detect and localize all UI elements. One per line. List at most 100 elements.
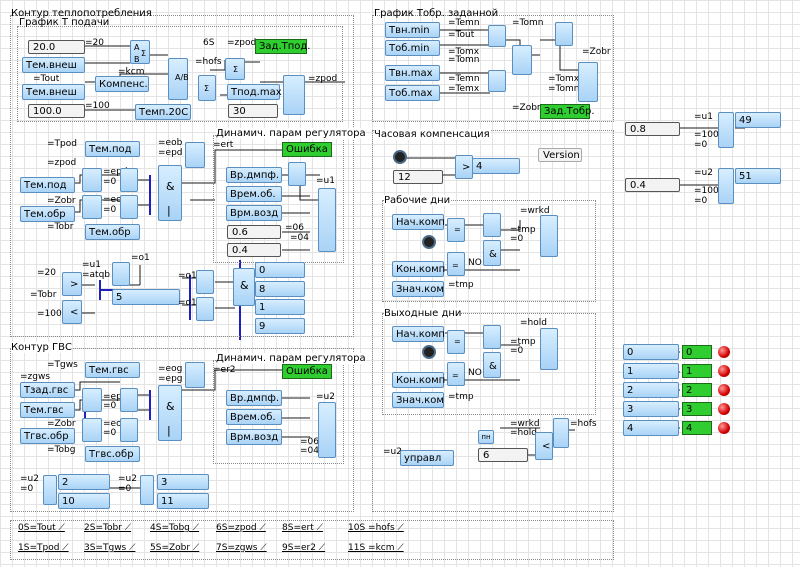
wknd-start-block[interactable]: Нач.комп <box>392 326 445 342</box>
cmp-op-2[interactable] <box>82 195 102 219</box>
variable-item[interactable]: 6S=zpod ⟋ <box>216 523 266 533</box>
div-op-r1[interactable] <box>512 45 532 75</box>
outdoor-temp-block[interactable]: Тем.внеш <box>22 57 85 73</box>
output-2[interactable]: 2 <box>58 474 110 490</box>
and-op-d1[interactable]: &| <box>158 385 182 441</box>
variable-item[interactable]: 5S=Zobr ⟋ <box>150 543 200 553</box>
output-10[interactable]: 10 <box>58 493 110 509</box>
cmp-op-w1[interactable]: = <box>447 218 465 242</box>
output-3[interactable]: 3 <box>157 474 209 490</box>
tdhw-block[interactable]: Тем.гвс <box>85 362 140 378</box>
hour-value[interactable]: 12 <box>393 170 443 184</box>
wknd-end-block[interactable]: Кон.комп <box>392 372 445 388</box>
treturn-max-block[interactable]: Тоб.max <box>385 85 440 101</box>
cmp-op-5[interactable]: > <box>62 272 82 296</box>
tin-max-block[interactable]: Твн.max <box>385 65 440 81</box>
cmp-op-k1[interactable]: = <box>447 330 465 354</box>
cmp-op-c1[interactable]: > <box>455 155 473 179</box>
variable-item[interactable]: 1S=Tpod ⟋ <box>18 543 69 553</box>
tdhw-return-block-2[interactable]: Тгвс.обр <box>85 446 140 462</box>
sum-op-2[interactable]: Σ <box>198 75 216 101</box>
dhw-damp-time-block[interactable]: Вр.дмпф. <box>226 390 282 406</box>
act-time-block[interactable]: Врм.возд <box>226 205 282 221</box>
sel-op-1[interactable] <box>185 142 205 168</box>
tdhw-set-block[interactable]: Тзад.гвс <box>20 382 75 398</box>
gain-value-2[interactable]: 0.4 <box>625 178 680 192</box>
led-input-0[interactable]: 0 <box>623 344 679 360</box>
led-input-3[interactable]: 3 <box>623 401 679 417</box>
cmp-op-d2[interactable] <box>82 418 102 442</box>
cmp-op-1[interactable] <box>82 168 102 192</box>
tin-min-block[interactable]: Твн.min <box>385 22 440 38</box>
dhw-rev-time-block[interactable]: Врем.об. <box>226 409 282 425</box>
work-end-block[interactable]: Кон.комп <box>392 261 445 277</box>
param-04[interactable]: 0.4 <box>227 243 281 257</box>
output-8[interactable]: 8 <box>255 281 305 297</box>
cmp-op-k2[interactable]: = <box>447 362 465 386</box>
variable-item[interactable]: 8S=ert ⟋ <box>282 523 323 533</box>
limiter-op-d2[interactable] <box>140 475 154 505</box>
control-u2-block[interactable]: управл <box>400 450 454 466</box>
cmp-op-m1[interactable]: < <box>535 432 553 460</box>
variable-item[interactable]: 2S=Tobr ⟋ <box>84 523 132 533</box>
cmp-op-8[interactable] <box>196 297 214 321</box>
tsupply-block[interactable]: Тем.под <box>85 141 140 157</box>
output-49[interactable]: 49 <box>735 112 781 128</box>
output-11[interactable]: 11 <box>157 493 209 509</box>
output-1[interactable]: 1 <box>255 299 305 315</box>
cmp-op-d4[interactable] <box>120 418 138 442</box>
damp-time-block[interactable]: Вр.дмпф. <box>226 167 282 183</box>
output-51[interactable]: 51 <box>735 168 781 184</box>
variable-item[interactable]: 3S=Tgws ⟋ <box>84 543 136 553</box>
pid-block-1[interactable] <box>318 188 336 252</box>
param-06[interactable]: 0.6 <box>227 225 281 239</box>
work-value-block[interactable]: Знач.ком <box>392 281 444 297</box>
cmp-op-3[interactable] <box>120 168 138 192</box>
cmp-op-w2[interactable]: = <box>447 252 465 276</box>
and-op-2[interactable]: & <box>233 268 255 306</box>
and-op-k1[interactable]: & <box>483 352 501 378</box>
variable-item[interactable]: 11S =kcm ⟋ <box>348 543 404 553</box>
trigger-op-k1[interactable] <box>483 325 501 349</box>
tdhw-return-block[interactable]: Тгвс.обр <box>20 428 75 444</box>
wknd-value-block[interactable]: Знач.ком <box>392 392 444 408</box>
pid-block-2[interactable] <box>318 402 336 458</box>
cmp-op-d1[interactable] <box>82 388 102 412</box>
div-op-1[interactable]: A/B <box>168 58 189 100</box>
rev-time-block[interactable]: Врем.об. <box>226 186 282 202</box>
variable-item[interactable]: 7S=zgws ⟋ <box>216 543 267 553</box>
limiter-op-x2[interactable] <box>718 168 734 204</box>
cmp-op-d3[interactable] <box>120 388 138 412</box>
tsupply-block-2[interactable]: Тем.под <box>20 177 75 193</box>
pid-op-1[interactable] <box>288 162 306 186</box>
tdhw-block-2[interactable]: Тем.гвс <box>20 402 75 418</box>
tsupply-max-block[interactable]: Тпод.max <box>227 84 282 100</box>
gain-value-1[interactable]: 0.8 <box>625 122 680 136</box>
sub-op-r2[interactable] <box>488 70 506 92</box>
variable-item[interactable]: 9S=er2 ⟋ <box>282 543 326 553</box>
variable-item[interactable]: 10S =hofs ⟋ <box>348 523 404 533</box>
treturn-min-block[interactable]: Тоб.min <box>385 40 440 56</box>
limiter-op-r1[interactable] <box>578 62 598 102</box>
trigger-op-w1[interactable] <box>483 213 501 237</box>
sel-op-k1[interactable] <box>540 328 558 370</box>
limiter-op-1[interactable] <box>283 75 305 115</box>
trigger-op-1[interactable] <box>112 262 130 286</box>
output-0[interactable]: 0 <box>255 262 305 278</box>
output-9[interactable]: 9 <box>255 318 305 334</box>
variable-item[interactable]: 0S=Tout ⟋ <box>18 523 65 533</box>
variable-item[interactable]: 4S=Tobg ⟋ <box>150 523 200 533</box>
weekday-value[interactable]: 6 <box>478 448 528 462</box>
led-input-2[interactable]: 2 <box>623 382 679 398</box>
sum-op-3[interactable]: Σ <box>225 58 245 80</box>
cmp-op-4[interactable] <box>120 195 138 219</box>
treturn-block[interactable]: Тем.обр <box>20 206 75 222</box>
output-5[interactable]: 5 <box>112 289 180 305</box>
and-op-1[interactable]: &| <box>158 165 182 221</box>
cmp-op-6[interactable]: < <box>62 300 82 324</box>
and-op-w1[interactable]: & <box>483 240 501 266</box>
output-4[interactable]: 4 <box>472 158 520 174</box>
work-start-block[interactable]: Нач.комп <box>392 214 445 230</box>
mul-op-r1[interactable] <box>555 22 573 46</box>
